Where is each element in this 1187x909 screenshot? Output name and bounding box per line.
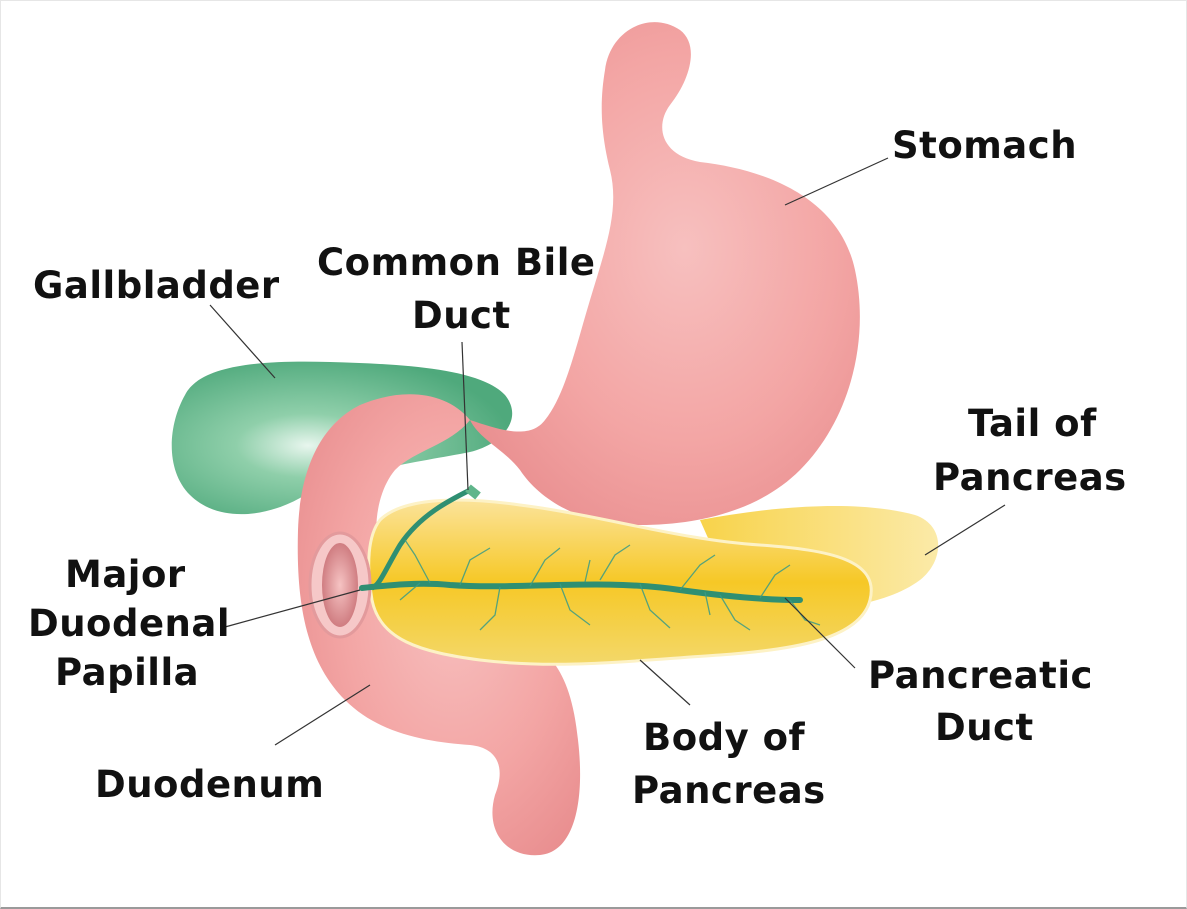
stomach-leader xyxy=(785,158,888,205)
label-tail-line1: Tail of xyxy=(968,402,1097,445)
papilla-inner xyxy=(322,543,358,627)
label-pancreatic-duct-line1: Pancreatic xyxy=(868,654,1093,697)
label-body-line1: Body of xyxy=(643,716,806,759)
label-common-bile-duct-line2: Duct xyxy=(412,294,511,337)
bile-duct-stub xyxy=(468,488,478,496)
duodenum-leader xyxy=(275,685,370,745)
label-major-line3: Papilla xyxy=(55,651,199,694)
label-stomach: Stomach xyxy=(892,124,1077,167)
label-pancreatic-duct-line2: Duct xyxy=(935,706,1034,749)
label-major-line1: Major xyxy=(65,553,186,596)
label-gallbladder: Gallbladder xyxy=(33,264,280,307)
label-duodenum: Duodenum xyxy=(95,763,324,806)
label-common-bile-duct-line1: Common Bile xyxy=(317,241,595,284)
label-major-line2: Duodenal xyxy=(28,602,230,645)
label-tail-line2: Pancreas xyxy=(933,456,1127,499)
tail-leader xyxy=(925,505,1005,555)
label-body-line2: Pancreas xyxy=(632,769,826,812)
body-leader xyxy=(640,660,690,705)
